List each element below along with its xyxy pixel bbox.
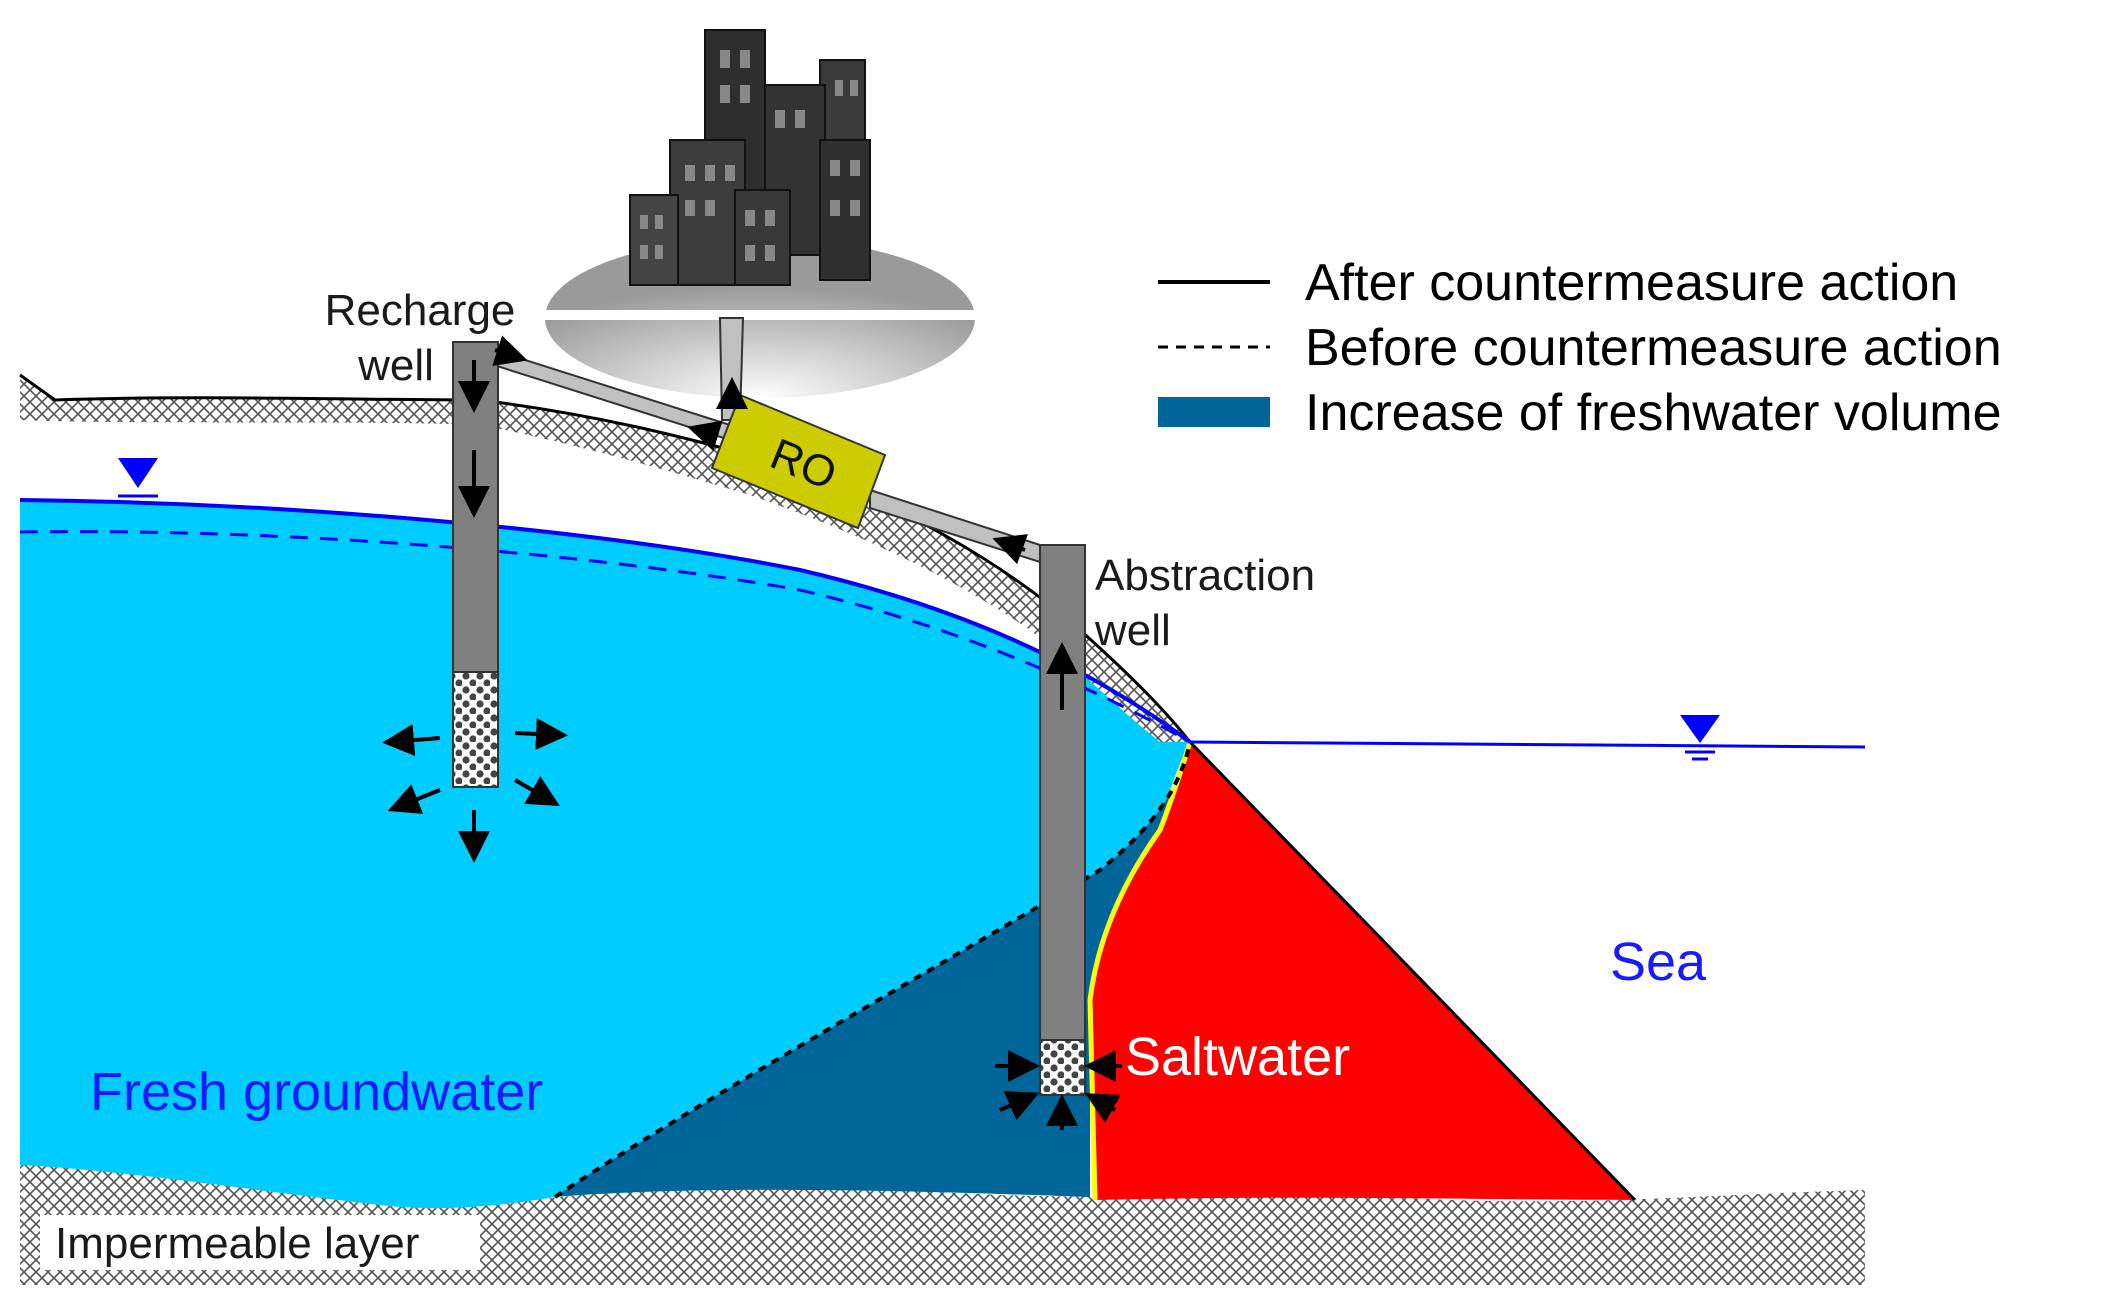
legend-label-after: After countermeasure action bbox=[1305, 254, 1958, 312]
water-level-triangle-icon bbox=[1680, 715, 1720, 761]
freshwater-increase-region bbox=[555, 742, 1190, 1197]
legend-label-before: Before countermeasure action bbox=[1305, 319, 2002, 377]
fresh-groundwater-label: Fresh groundwater bbox=[90, 1062, 543, 1122]
water-level-triangle-icon bbox=[118, 458, 158, 498]
recharge-well-label-line1: Recharge bbox=[325, 286, 516, 335]
impermeable-layer bbox=[20, 1164, 1865, 1285]
abstraction-well-label-line2: well bbox=[1094, 606, 1171, 655]
saltwater-region bbox=[1090, 742, 1635, 1200]
saltwater-label: Saltwater bbox=[1125, 1027, 1350, 1087]
abstraction-well-label-line1: Abstraction bbox=[1095, 551, 1315, 600]
ground-surface-layer bbox=[20, 375, 1190, 742]
saltwater-interface-after bbox=[1087, 741, 1193, 1201]
legend-swatch-fill bbox=[1158, 397, 1270, 427]
legend-label-increase: Increase of freshwater volume bbox=[1305, 384, 2002, 442]
city-buildings-icon bbox=[545, 29, 975, 398]
recharge-well bbox=[452, 341, 499, 788]
sea-bed-slope bbox=[1188, 740, 1637, 1202]
flow-arrows bbox=[382, 335, 1122, 1130]
legend: After countermeasure action Before count… bbox=[1158, 254, 2002, 442]
saltwater-interface-before bbox=[553, 741, 1192, 1199]
ro-unit: RO bbox=[710, 393, 887, 530]
sea-level-line bbox=[1189, 740, 1866, 749]
abstraction-well bbox=[1039, 544, 1086, 1096]
impermeable-label-bg bbox=[40, 1215, 480, 1270]
impermeable-layer-label: Impermeable layer bbox=[55, 1219, 419, 1268]
sea-label: Sea bbox=[1610, 932, 1707, 992]
recharge-well-label-line2: well bbox=[357, 341, 434, 390]
